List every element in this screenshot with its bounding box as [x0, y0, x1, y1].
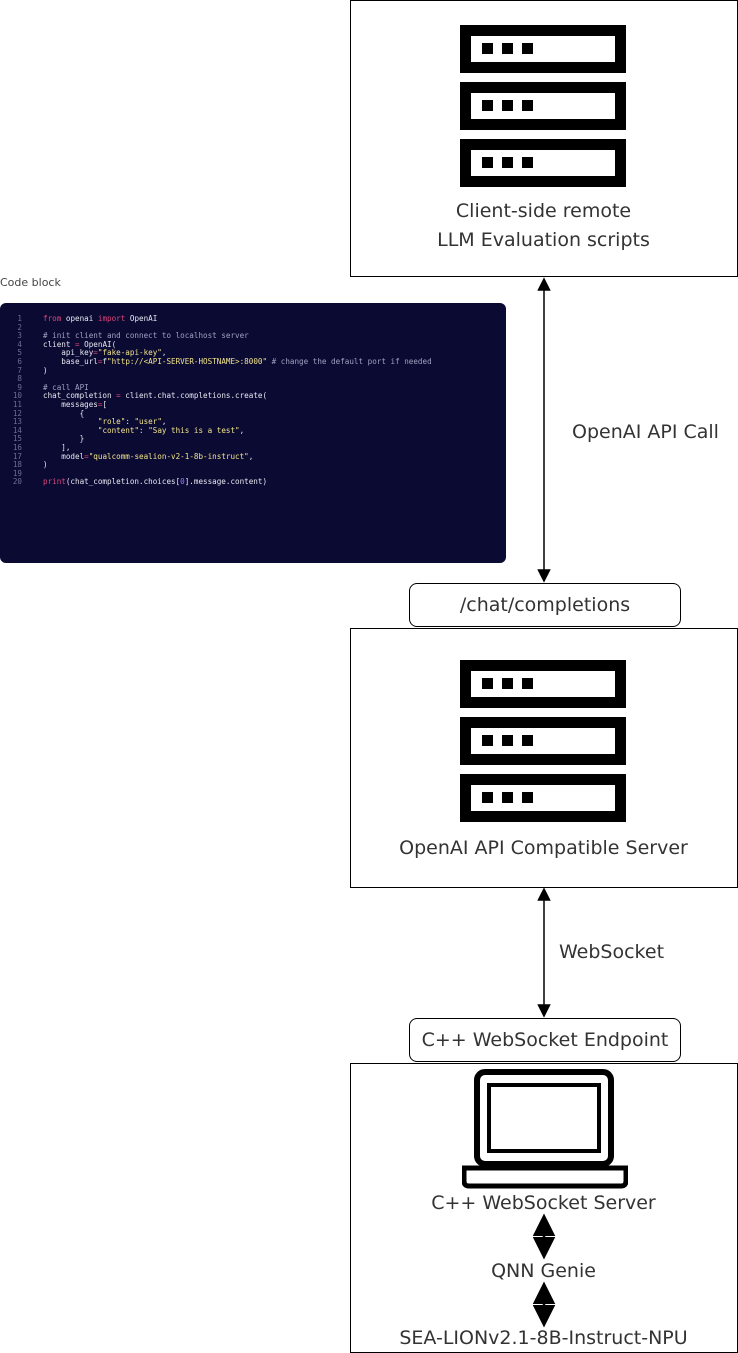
- code-block: 1 from openai import OpenAI 2 3 # init clie…: [0, 303, 506, 563]
- code-line-number: 20: [12, 477, 22, 487]
- code-line-text: chat_completion = client.chat.completion…: [43, 391, 268, 401]
- code-line: 17 model="qualcomm-sealion-v2-1-8b-instr…: [0, 451, 506, 462]
- code-line: 15 }: [0, 435, 506, 444]
- code-line-text: {: [43, 408, 85, 418]
- code-line-text: # init client and connect to localhost s…: [43, 331, 249, 341]
- code-line-number: 19: [12, 468, 22, 478]
- code-line-number: 3: [17, 331, 22, 341]
- code-line-number: 16: [12, 442, 22, 452]
- code-line-number: 12: [12, 408, 22, 418]
- code-line-text: print(chat_completion.choices[0].message…: [43, 477, 268, 487]
- server-rack-icon: [460, 25, 626, 187]
- client-box: Client-side remote LLM Evaluation script…: [350, 0, 738, 277]
- code-line: 7): [0, 365, 506, 376]
- code-line-text: # call API: [43, 382, 89, 392]
- device-box: C++ WebSocket Server QNN Genie SEA-LIONv…: [350, 1063, 738, 1353]
- api-server-box: OpenAI API Compatible Server: [350, 628, 738, 888]
- code-line: 10 chat_completion = client.chat.completi…: [0, 392, 506, 401]
- websocket-endpoint: C++ WebSocket Endpoint: [409, 1018, 681, 1062]
- code-line-number: 6: [17, 356, 22, 366]
- client-box-label-line1: Client-side remote: [455, 200, 632, 222]
- code-line: 11 messages=[: [0, 399, 506, 410]
- api-server-label: OpenAI API Compatible Server: [399, 837, 688, 859]
- code-line-number: 2: [17, 322, 22, 332]
- laptop-icon: [462, 1069, 628, 1189]
- edge-label-api-call: OpenAI API Call: [572, 421, 719, 443]
- code-line: 2: [0, 322, 506, 333]
- code-line: 13 "role": "user",: [0, 417, 506, 427]
- code-line-text: ): [43, 460, 48, 470]
- code-line-number: 7: [17, 365, 22, 375]
- code-line-number: 13: [12, 417, 22, 427]
- qnn-genie-label: QNN Genie: [491, 1260, 596, 1282]
- websocket-server-label: C++ WebSocket Server: [431, 1192, 656, 1214]
- code-line-number: 15: [12, 434, 22, 444]
- code-line-text: }: [43, 434, 85, 444]
- code-line-text: model="qualcomm-sealion-v2-1-8b-instruct…: [43, 451, 254, 461]
- code-line: 16 ],: [0, 442, 506, 453]
- code-block-caption: Code block: [0, 276, 61, 289]
- code-line: 3 # init client and connect to localhost …: [0, 331, 506, 341]
- code-line-text: "content": "Say this is a test",: [97, 425, 245, 435]
- code-line-text: base_url=f"http://<API-SERVER-HOSTNAME>:…: [43, 356, 432, 366]
- edge-label-websocket: WebSocket: [559, 941, 665, 963]
- server-rack-icon: [460, 660, 626, 822]
- code-line: 6 base_url=f"http://<API-SERVER-HOSTNAME…: [0, 356, 506, 367]
- code-line-number: 18: [12, 460, 22, 470]
- code-line-text: api_key="fake-api-key",: [43, 348, 167, 358]
- code-line-number: 5: [17, 348, 22, 358]
- code-line: 18): [0, 460, 506, 470]
- code-line-number: 1: [17, 314, 22, 323]
- code-line-text: "role": "user",: [97, 417, 167, 427]
- code-line: 19: [0, 468, 506, 479]
- code-line: 14 "content": "Say this is a test",: [0, 425, 506, 436]
- code-line-number: 4: [17, 339, 22, 349]
- code-line-number: 14: [12, 425, 22, 435]
- chat-completions-endpoint: /chat/completions: [409, 583, 681, 627]
- code-line: 8: [0, 375, 506, 384]
- code-line-number: 11: [12, 399, 22, 409]
- model-label: SEA-LIONv2.1-8B-Instruct-NPU: [399, 1327, 688, 1349]
- code-line-text: messages=[: [43, 399, 108, 409]
- code-line-number: 10: [12, 391, 22, 401]
- code-line: 20 print(chat_completion.choices[0].messa…: [0, 477, 506, 487]
- code-line-text: from openai import OpenAI: [43, 314, 158, 323]
- code-line: 5 api_key="fake-api-key",: [0, 349, 506, 358]
- code-line-number: 9: [17, 382, 22, 392]
- code-line: 9 # call API: [0, 382, 506, 393]
- code-line-text: ],: [43, 442, 71, 452]
- code-line: 4 client = OpenAI(: [0, 339, 506, 350]
- code-line-number: 17: [12, 451, 22, 461]
- code-line: 1 from openai import OpenAI: [0, 314, 506, 324]
- code-line-number: 8: [17, 374, 22, 384]
- code-line: 12 {: [0, 408, 506, 419]
- code-line-text: ): [43, 365, 48, 375]
- code-line-text: client = OpenAI(: [43, 339, 117, 349]
- client-box-label-line2: LLM Evaluation scripts: [437, 229, 650, 251]
